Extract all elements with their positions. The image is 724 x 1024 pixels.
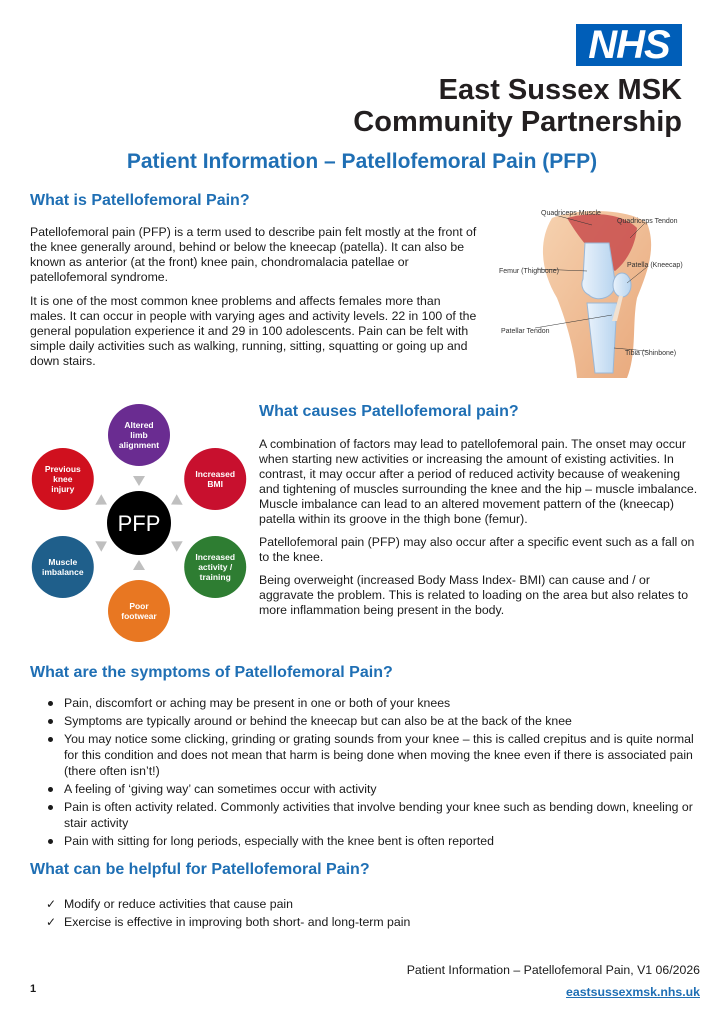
diagram-factor-label: BMI xyxy=(207,479,223,489)
heading-what-is-pfp: What is Patellofemoral Pain? xyxy=(30,192,250,209)
symptoms-list: Pain, discomfort or aching may be presen… xyxy=(46,695,696,851)
diagram-factor-label: imbalance xyxy=(42,567,84,577)
diagram-center-label: PFP xyxy=(118,511,161,536)
label-patellar-tendon: Patellar Tendon xyxy=(501,328,550,335)
diagram-factor-node xyxy=(184,536,247,598)
paragraph-what-2: It is one of the most common knee proble… xyxy=(30,294,477,368)
diagram-factor-label: footwear xyxy=(121,611,157,621)
list-item: Modify or reduce activities that cause p… xyxy=(46,896,696,912)
diagram-center-node xyxy=(107,491,171,555)
paragraph-what-1: Patellofemoral pain (PFP) is a term used… xyxy=(30,225,477,284)
heading-symptoms: What are the symptoms of Patellofemoral … xyxy=(30,664,393,681)
pfp-factors-diagram: PFPAlteredlimbalignmentIncreasedBMIIncre… xyxy=(31,404,247,642)
list-item: Symptoms are typically around or behind … xyxy=(46,713,696,729)
list-item: Pain, discomfort or aching may be presen… xyxy=(46,695,696,711)
label-tibia: Tibia (Shinbone) xyxy=(625,350,676,357)
diagram-arrow xyxy=(95,494,107,505)
document-title: Patient Information – Patellofemoral Pai… xyxy=(126,150,598,173)
label-patella: Patella (Kneecap) xyxy=(627,262,683,269)
diagram-factor-node xyxy=(184,448,247,510)
footer-document-reference: Patient Information – Patellofemoral Pai… xyxy=(406,963,700,977)
diagram-factor-node xyxy=(108,580,170,642)
diagram-factor-node xyxy=(31,536,94,598)
heading-helpful: What can be helpful for Patellofemoral P… xyxy=(30,861,370,878)
org-name-line-2: Community Partnership xyxy=(353,106,682,138)
diagram-factor-node xyxy=(31,448,94,510)
label-quadriceps-tendon: Quadriceps Tendon xyxy=(617,218,678,225)
label-quadriceps-muscle: Quadriceps Muscle xyxy=(541,210,601,217)
knee-anatomy-illustration: Quadriceps Muscle Quadriceps Tendon Femu… xyxy=(499,210,683,378)
heading-what-causes-pfp: What causes Patellofemoral pain? xyxy=(259,403,519,420)
diagram-arrow xyxy=(171,541,183,552)
diagram-factor-label: Poor xyxy=(129,601,149,611)
diagram-factor-label: Altered xyxy=(124,420,153,430)
diagram-factor-label: alignment xyxy=(119,440,159,450)
org-name-line-1: East Sussex MSK xyxy=(438,74,682,106)
diagram-factor-label: Muscle xyxy=(48,557,77,567)
paragraph-causes-1: A combination of factors may lead to pat… xyxy=(259,437,698,526)
diagram-factor-label: injury xyxy=(51,484,74,494)
helpful-list: Modify or reduce activities that cause p… xyxy=(46,896,696,932)
paragraph-causes-2: Patellofemoral pain (PFP) may also occur… xyxy=(259,535,695,564)
diagram-arrow xyxy=(171,494,183,505)
list-item: A feeling of ‘giving way’ can sometimes … xyxy=(46,781,696,797)
diagram-factor-label: activity / xyxy=(198,562,233,572)
label-femur: Femur (Thighbone) xyxy=(499,268,559,275)
diagram-factor-label: Increased xyxy=(195,469,235,479)
diagram-factor-label: Increased xyxy=(195,552,235,562)
list-item: Pain is often activity related. Commonly… xyxy=(46,799,696,831)
diagram-factor-label: training xyxy=(200,572,231,582)
diagram-factor-label: limb xyxy=(130,430,147,440)
diagram-factor-node xyxy=(108,404,170,466)
diagram-arrow xyxy=(95,541,107,552)
footer-website-link[interactable]: eastsussexmsk.nhs.uk xyxy=(566,985,700,999)
nhs-logo: NHS xyxy=(576,24,682,66)
organisation-name: East Sussex MSK Community Partnership xyxy=(353,74,682,138)
paragraph-causes-3: Being overweight (increased Body Mass In… xyxy=(259,573,689,617)
list-item: Pain with sitting for long periods, espe… xyxy=(46,833,696,849)
diagram-factor-label: knee xyxy=(53,474,73,484)
list-item: Exercise is effective in improving both … xyxy=(46,914,696,930)
page-number: 1 xyxy=(30,983,37,995)
diagram-arrow xyxy=(133,560,145,570)
diagram-factor-label: Previous xyxy=(45,464,81,474)
list-item: You may notice some clicking, grinding o… xyxy=(46,731,696,779)
diagram-arrow xyxy=(133,476,145,486)
